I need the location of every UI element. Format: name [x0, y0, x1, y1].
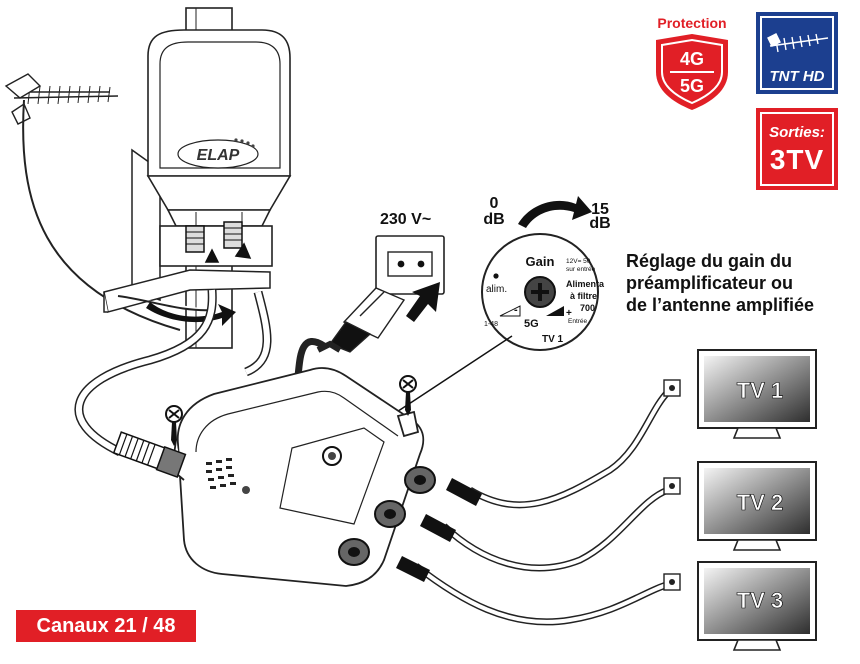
protection-label: Protection [657, 15, 726, 31]
screw-icon-right [399, 375, 417, 416]
note-line-3: de l’antenne amplifiée [626, 295, 815, 315]
outputs-badge: Sorties: 3TV [756, 108, 838, 190]
output-port-1 [404, 466, 436, 494]
outdoor-antenna [146, 29, 292, 267]
rake-antenna [4, 73, 181, 331]
tnt-hd-badge: TNT HD [756, 12, 838, 94]
tv-wall-socket-1 [663, 379, 681, 397]
plug-in-arrow [406, 282, 440, 322]
channels-short: 1-48 [484, 321, 498, 328]
tv-cables [413, 389, 671, 626]
tv-plugs [396, 478, 482, 582]
note-line-2: préamplificateur ou [626, 273, 794, 293]
knob-cross-icon [531, 283, 549, 301]
vent-slots [206, 458, 236, 489]
amplifier-box [171, 367, 425, 587]
output-port-3 [338, 538, 370, 566]
tv-1: TV 1 [697, 349, 817, 439]
tnt-hd-label: TNT HD [769, 68, 825, 85]
alimenta-text-1: Alimenta [566, 279, 605, 289]
gain-direction-arrow [518, 196, 592, 228]
alim-label: alim. [486, 284, 507, 295]
dial-plus: + [566, 308, 572, 319]
dial-tv-fragment: TV 1 [542, 334, 564, 345]
protection-5g: 5G [680, 76, 704, 96]
outputs-value: 3TV [769, 144, 825, 175]
gain-title: Gain [526, 254, 555, 269]
dial-minus: - [514, 304, 518, 316]
tv-2: TV 2 [697, 461, 817, 551]
tv-3: TV 3 [697, 561, 817, 651]
output-port-2 [374, 500, 406, 528]
tv-2-label: TV 2 [737, 490, 783, 515]
input-connector [112, 431, 187, 478]
supply-text-1: 12V= 50 [566, 258, 591, 265]
gain-min-value: 0 [490, 195, 499, 212]
gain-max-unit: dB [589, 215, 610, 232]
power-led-dot [493, 273, 499, 279]
supply-text-2: sur entrée [566, 266, 596, 273]
tv-3-label: TV 3 [737, 588, 783, 613]
protection-4g: 4G [680, 49, 704, 69]
gain-adjustment-note: Réglage du gain du préamplificateur ou d… [626, 250, 856, 316]
power-plug [294, 287, 406, 377]
alimenta-text-2: à filtre [570, 291, 597, 301]
antenna-icon [767, 33, 829, 53]
elap-logo-text: ELAP [197, 147, 240, 164]
band-5g-label: 5G [524, 318, 539, 330]
channels-banner: Canaux 21 / 48 [16, 610, 196, 642]
screw-icon-left [165, 405, 183, 446]
tv-wall-socket-3 [663, 573, 681, 591]
gain-screw[interactable] [322, 446, 342, 466]
gain-wedge-filled [546, 306, 564, 316]
rotate-arrow [146, 302, 236, 326]
gain-max-value: 15 [591, 201, 609, 218]
note-line-1: Réglage du gain du [626, 251, 793, 271]
antenna-cables [74, 289, 272, 457]
tv-1-label: TV 1 [737, 378, 783, 403]
wall-outlet [375, 235, 445, 295]
amplifier-led [242, 486, 250, 494]
alimenta-text-3: 700 [580, 303, 595, 313]
tv-wall-socket-2 [663, 477, 681, 495]
gain-min-unit: dB [483, 211, 504, 228]
gain-wedge [499, 305, 521, 317]
protection-badge: Protection 4G 5G [656, 15, 728, 110]
entree-text: Entrée [568, 318, 588, 325]
elap-logo: ELAP [177, 138, 259, 169]
gain-dial: Gain 12V= 50 sur entrée alim. Alimenta à… [481, 233, 605, 351]
outputs-label: Sorties: [769, 124, 825, 141]
antenna-connectors [185, 221, 252, 263]
power-voltage-label: 230 V~ [380, 211, 431, 228]
